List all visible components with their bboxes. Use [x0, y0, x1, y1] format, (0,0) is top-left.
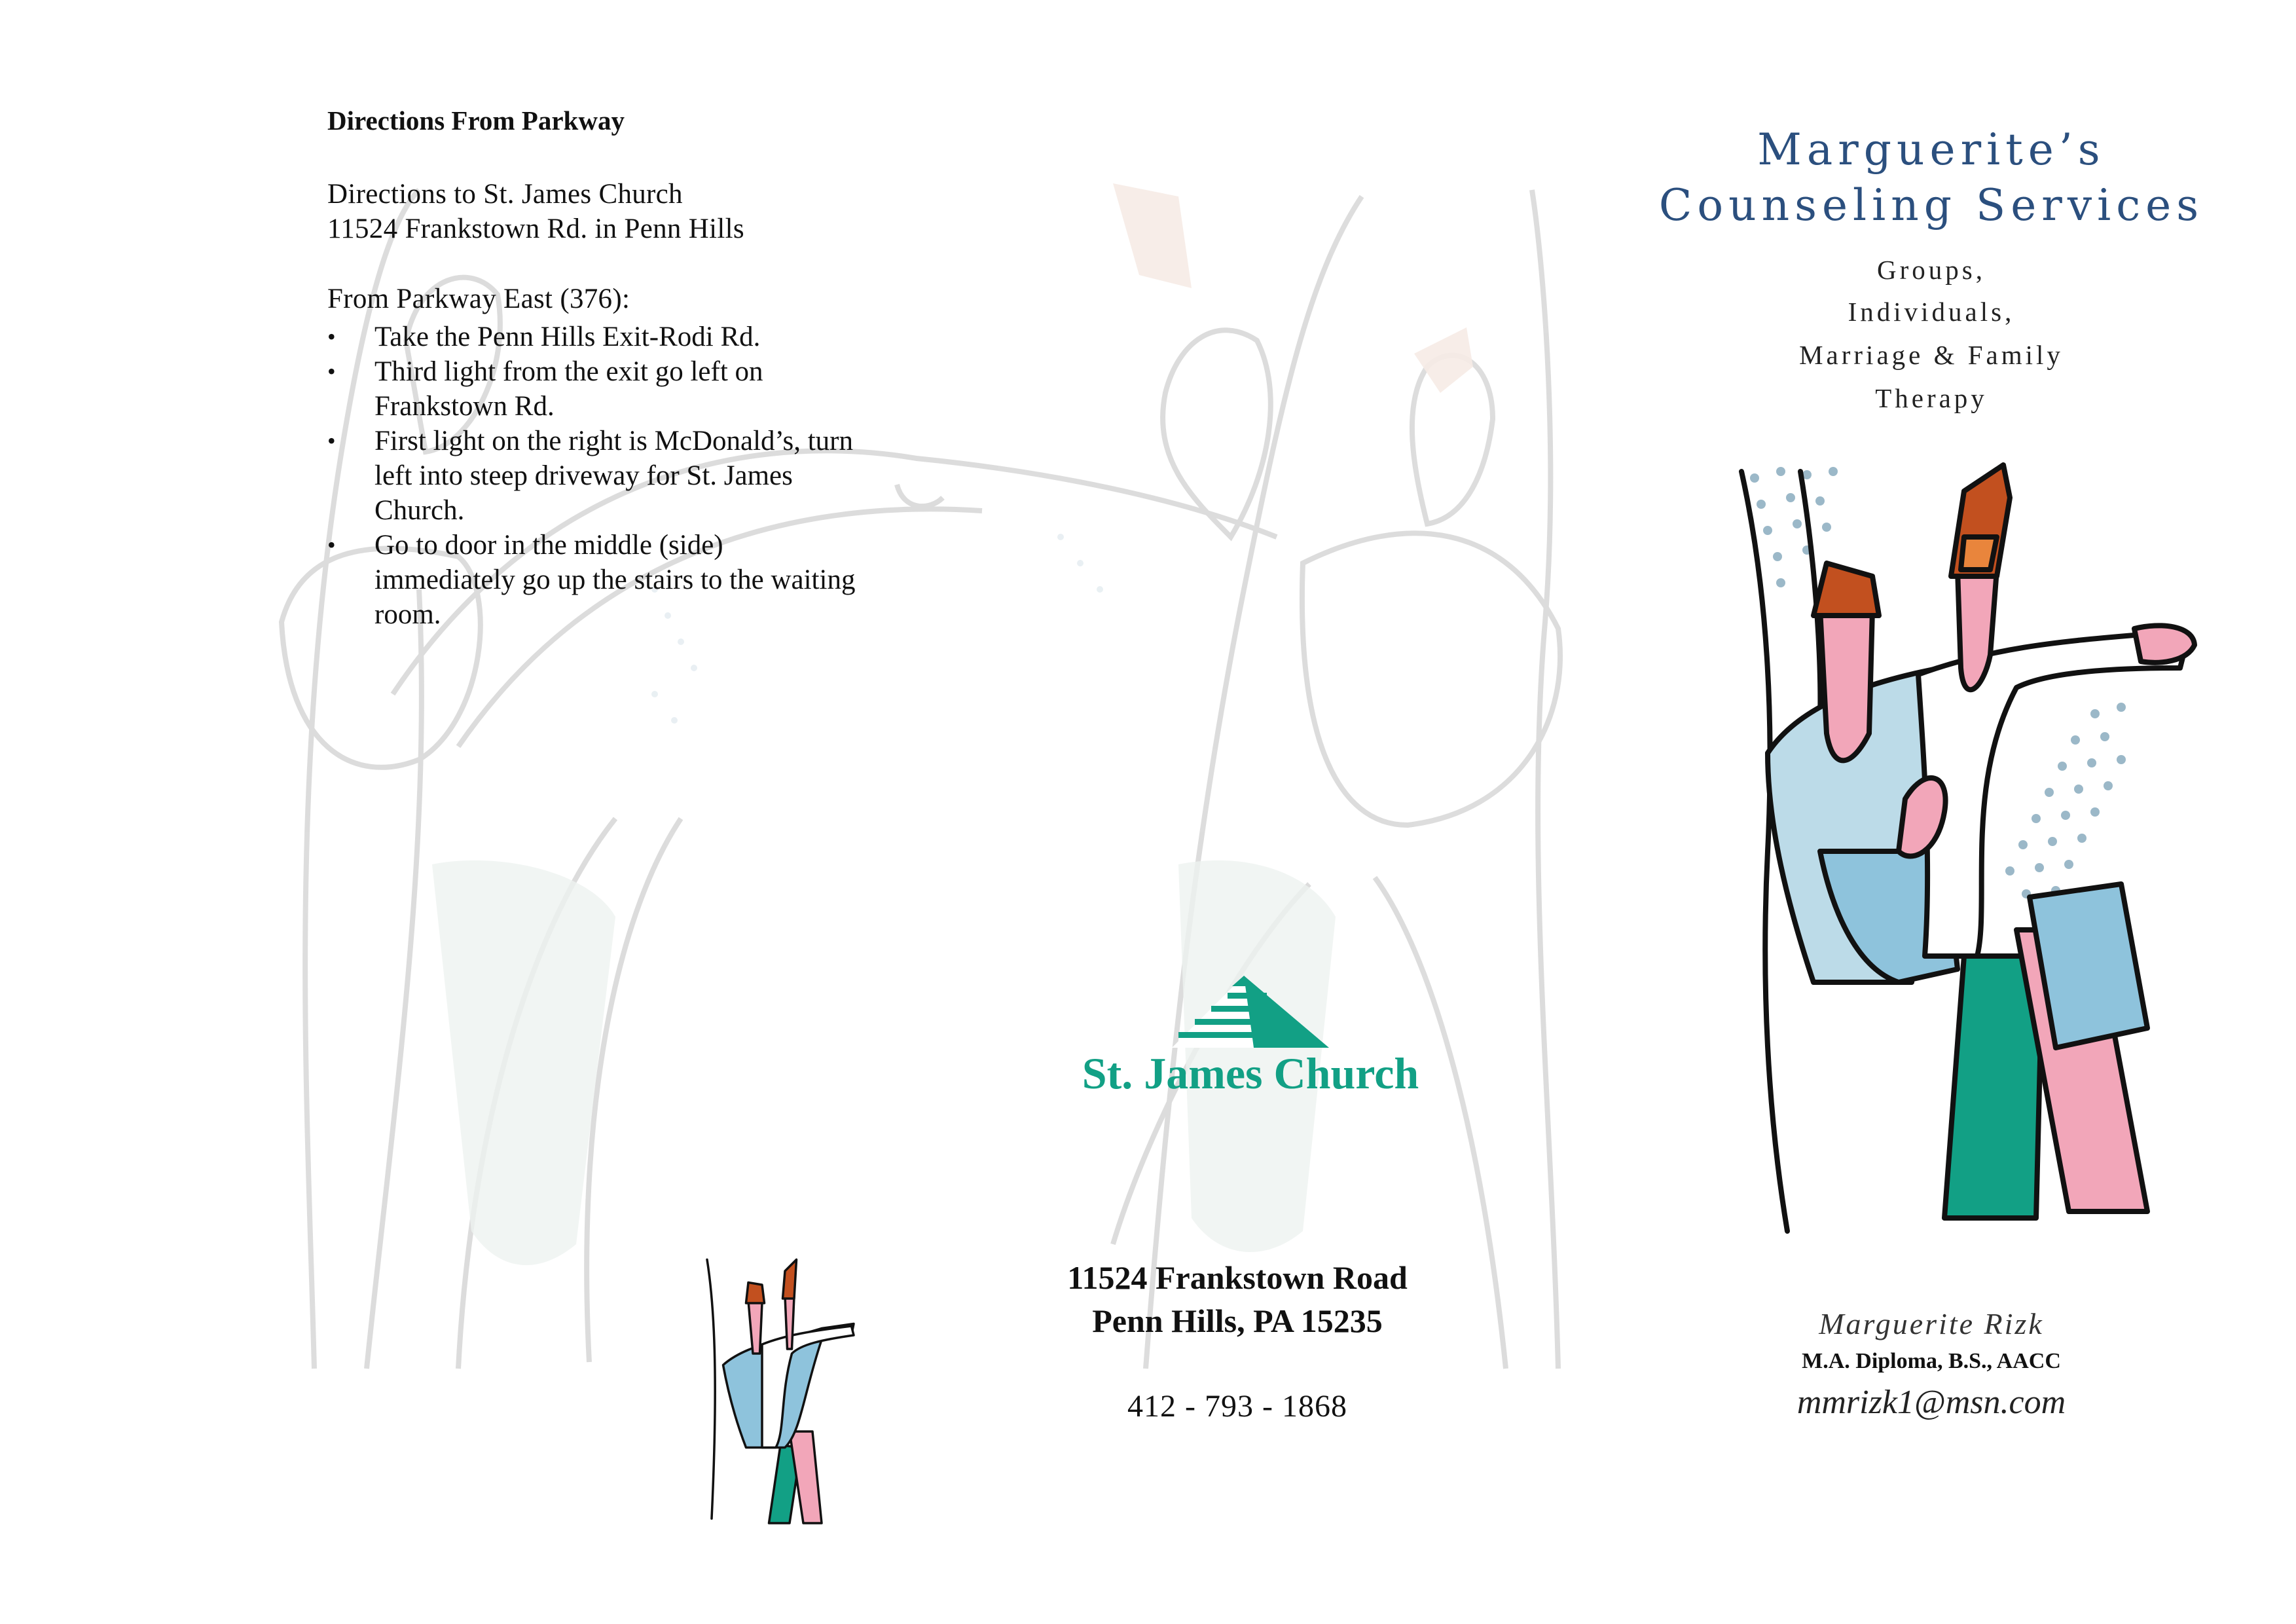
step-text: Third light from the exit go left on Fra… — [374, 356, 763, 422]
directions-heading: Directions From Parkway — [327, 105, 625, 136]
bullet-icon: • — [327, 358, 336, 384]
dancing-couple-illustration — [1739, 462, 2197, 1234]
list-item: • Take the Penn Hills Exit-Rodi Rd. — [327, 320, 864, 354]
directions-intro-line-1: Directions to St. James Church — [327, 179, 683, 210]
bullet-icon: • — [327, 428, 336, 454]
service-line: Groups, — [1877, 255, 1986, 285]
counselor-name: Marguerite Rizk — [1819, 1307, 2044, 1340]
church-address-line-2: Penn Hills, PA 15235 — [1092, 1302, 1383, 1339]
church-phone: 412 - 793 - 1868 — [1127, 1389, 1347, 1424]
directions-steps-list: • Take the Penn Hills Exit-Rodi Rd. • Thir… — [327, 320, 864, 632]
church-logo-icon — [1172, 976, 1329, 1048]
church-name: St. James Church — [1082, 1048, 1419, 1098]
step-text: Take the Penn Hills Exit-Rodi Rd. — [374, 322, 761, 352]
small-dancing-couple-illustration — [706, 1258, 855, 1524]
service-line: Therapy — [1875, 383, 1988, 413]
brochure-title-line-1: Marguerite’s — [1757, 124, 2105, 175]
step-text: First light on the right is McDonald’s, … — [374, 426, 853, 526]
step-text: Go to door in the middle (side) immediat… — [374, 530, 856, 630]
church-address-line-1: 11524 Frankstown Road — [1067, 1259, 1408, 1296]
counselor-credentials: M.A. Diploma, B.S., AACC — [1802, 1349, 2061, 1373]
service-line: Marriage & Family — [1799, 340, 2064, 370]
service-line: Individuals, — [1848, 297, 2015, 327]
directions-from-label: From Parkway East (376): — [327, 284, 630, 314]
list-item: • Go to door in the middle (side) immedia… — [327, 528, 864, 632]
list-item: • Third light from the exit go left on Fr… — [327, 354, 864, 424]
bullet-icon: • — [327, 532, 336, 558]
counselor-email[interactable]: mmrizk1@msn.com — [1796, 1384, 2066, 1421]
directions-intro-line-2: 11524 Frankstown Rd. in Penn Hills — [327, 213, 744, 244]
brochure-title-line-2: Counseling Services — [1658, 180, 2204, 231]
list-item: • First light on the right is McDonald’s,… — [327, 424, 864, 528]
bullet-icon: • — [327, 323, 336, 350]
